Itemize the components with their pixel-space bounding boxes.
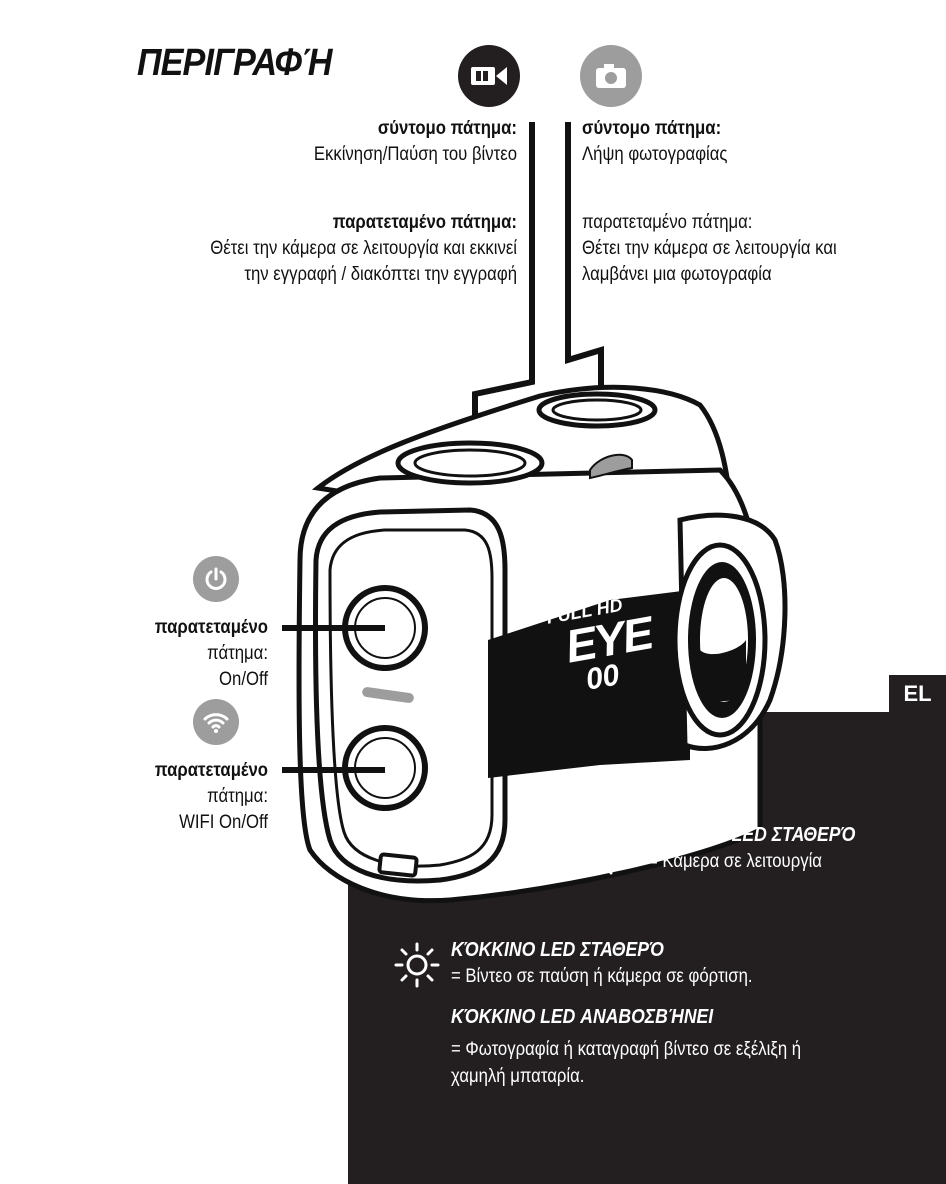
language-tab: EL: [889, 675, 946, 712]
power-label-2: πάτημα:: [207, 643, 268, 664]
video-camera-icon: [458, 45, 520, 107]
power-button-description: παρατεταμένο πάτημα: On/Off: [60, 615, 268, 693]
photo-short-press-desc: Λήψη φωτογραφίας: [582, 144, 728, 165]
power-icon: [193, 556, 239, 602]
video-button-description: σύντομο πάτημα: Εκκίνηση/Παύση του βίντε…: [140, 116, 517, 288]
power-label-3: On/Off: [219, 669, 268, 690]
photo-long-press-desc-2: λαμβάνει μια φωτογραφία: [582, 264, 772, 285]
camera-branding: FULL HD EYE 00: [545, 591, 660, 701]
page-title: ΠΕΡΙΓΡΑΦΉ: [137, 42, 332, 84]
video-long-press-desc-1: Θέτει την κάμερα σε λειτουργία και εκκιν…: [210, 238, 517, 259]
photo-short-press-label: σύντομο πάτημα:: [582, 118, 722, 139]
photo-long-press-desc-1: Θέτει την κάμερα σε λειτουργία και: [582, 238, 837, 259]
power-label-1: παρατεταμένο: [154, 617, 268, 638]
sun-led-icon: [394, 942, 440, 988]
led-row-red-blinking: ΚΌΚΚΙΝΟ LED ΑΝΑΒΟΣΒΉΝΕΙ = Φωτογραφία ή κ…: [451, 1004, 931, 1090]
led-red-blink-desc-1: = Φωτογραφία ή καταγραφή βίντεο σε εξέλι…: [451, 1039, 802, 1060]
led-row-green: ΠΡΆΣΙΝΟ LED ΣΤΑΘΕΡΌ = Κάμερα σε λειτουργ…: [648, 822, 928, 875]
wifi-label-3: WIFI On/Off: [179, 812, 268, 833]
sun-led-icon: [588, 829, 634, 875]
led-red-blink-heading: ΚΌΚΚΙΝΟ LED ΑΝΑΒΟΣΒΉΝΕΙ: [451, 1006, 714, 1028]
led-row-red-steady: ΚΌΚΚΙΝΟ LED ΣΤΑΘΕΡΌ = Βίντεο σε παύση ή …: [451, 937, 921, 990]
wifi-icon: [193, 699, 239, 745]
wifi-button-description: παρατεταμένο πάτημα: WIFI On/Off: [60, 758, 268, 836]
video-long-press-desc-2: την εγγραφή / διακόπτει την εγγραφή: [244, 264, 517, 285]
photo-camera-icon: [580, 45, 642, 107]
video-short-press-label: σύντομο πάτημα:: [377, 118, 517, 139]
photo-long-press-label: παρατεταμένο πάτημα:: [582, 212, 753, 233]
video-long-press-label: παρατεταμένο πάτημα:: [332, 212, 517, 233]
wifi-label-1: παρατεταμένο: [154, 760, 268, 781]
photo-button-description: σύντομο πάτημα: Λήψη φωτογραφίας παρατετ…: [582, 116, 922, 288]
led-green-heading: ΠΡΆΣΙΝΟ LED ΣΤΑΘΕΡΌ: [648, 824, 856, 846]
video-short-press-desc: Εκκίνηση/Παύση του βίντεο: [313, 144, 517, 165]
led-red-steady-heading: ΚΌΚΚΙΝΟ LED ΣΤΑΘΕΡΌ: [451, 939, 664, 961]
wifi-label-2: πάτημα:: [207, 786, 268, 807]
led-green-desc: = Κάμερα σε λειτουργία: [648, 851, 822, 872]
led-red-steady-desc: = Βίντεο σε παύση ή κάμερα σε φόρτιση.: [451, 966, 753, 987]
led-red-blink-desc-2: χαμηλή μπαταρία.: [451, 1066, 585, 1087]
